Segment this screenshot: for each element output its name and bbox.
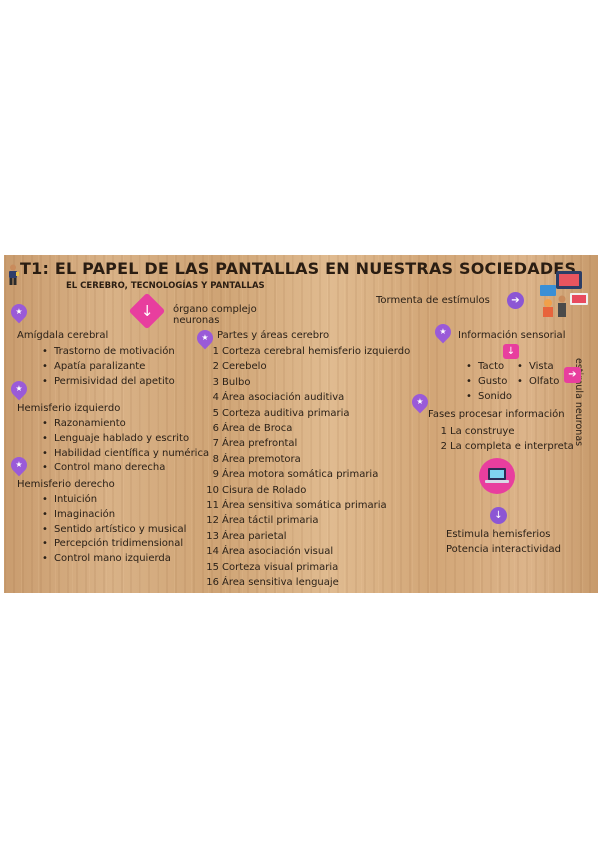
list-item: Permisividad del apetito xyxy=(42,375,175,390)
list-item: Gusto xyxy=(466,375,512,390)
sensorial-col2: Vista Olfato xyxy=(517,360,559,390)
star-marker-icon[interactable]: ★ xyxy=(7,453,31,477)
list-item: Lenguaje hablado y escrito xyxy=(42,432,209,447)
potencia-interactividad-text: Potencia interactividad xyxy=(446,544,561,555)
list-item: Tacto xyxy=(466,360,512,375)
arrow-down-icon[interactable]: ↓ xyxy=(128,292,166,330)
laptop-icon xyxy=(479,458,515,494)
izquierdo-list: Razonamiento Lenguaje hablado y escrito … xyxy=(42,417,209,476)
partes-heading: Partes y áreas cerebro xyxy=(217,330,330,341)
arrow-right-icon[interactable]: ➔ xyxy=(507,292,524,309)
sensorial-col1: Tacto Gusto Sonido xyxy=(466,360,512,404)
list-item: Control mano izquierda xyxy=(42,552,186,567)
list-item: Razonamiento xyxy=(42,417,209,432)
list-item: Control mano derecha xyxy=(42,461,209,476)
list-item: Apatía paralizante xyxy=(42,360,175,375)
fases-heading: Fases procesar información xyxy=(428,409,565,420)
page-title: T1: EL PAPEL DE LAS PANTALLAS EN NUESTRA… xyxy=(20,259,577,278)
list-item: Sonido xyxy=(466,390,512,405)
page-subtitle: EL CEREBRO, TECNOLOGÍAS Y PANTALLAS xyxy=(66,281,265,291)
tormenta-text: Tormenta de estímulos xyxy=(376,295,490,306)
list-item: Olfato xyxy=(517,375,559,390)
sensorial-heading: Información sensorial xyxy=(458,330,566,341)
organo-text: órgano complejo neuronas xyxy=(173,304,257,326)
derecho-heading: Hemisferio derecho xyxy=(17,479,115,490)
derecho-list: Intuición Imaginación Sentido artístico … xyxy=(42,493,186,567)
list-item: Percepción tridimensional xyxy=(42,537,186,552)
person-icon xyxy=(9,264,19,285)
list-item: Intuición xyxy=(42,493,186,508)
list-item: Sentido artístico y musical xyxy=(42,523,186,538)
wooden-board: T1: EL PAPEL DE LAS PANTALLAS EN NUESTRA… xyxy=(4,255,598,593)
amigdala-list: Trastorno de motivación Apatía paralizan… xyxy=(42,345,175,389)
izquierdo-heading: Hemisferio izquierdo xyxy=(17,403,121,414)
star-marker-icon[interactable]: ★ xyxy=(431,320,455,344)
star-marker-icon[interactable]: ★ xyxy=(7,377,31,401)
arrow-down-icon[interactable]: ↓ xyxy=(503,344,519,359)
arrow-down-icon[interactable]: ↓ xyxy=(490,507,507,524)
list-item: Vista xyxy=(517,360,559,375)
arrow-right-icon[interactable]: ➔ xyxy=(564,367,581,383)
list-item: Trastorno de motivación xyxy=(42,345,175,360)
amigdala-heading: Amígdala cerebral xyxy=(17,330,109,341)
list-item: Habilidad científica y numérica xyxy=(42,447,209,462)
star-marker-icon[interactable]: ★ xyxy=(7,300,31,324)
list-item: Imaginación xyxy=(42,508,186,523)
estimula-hemisferios-text: Estimula hemisferios xyxy=(446,529,551,540)
people-screens-illustration xyxy=(540,271,588,317)
